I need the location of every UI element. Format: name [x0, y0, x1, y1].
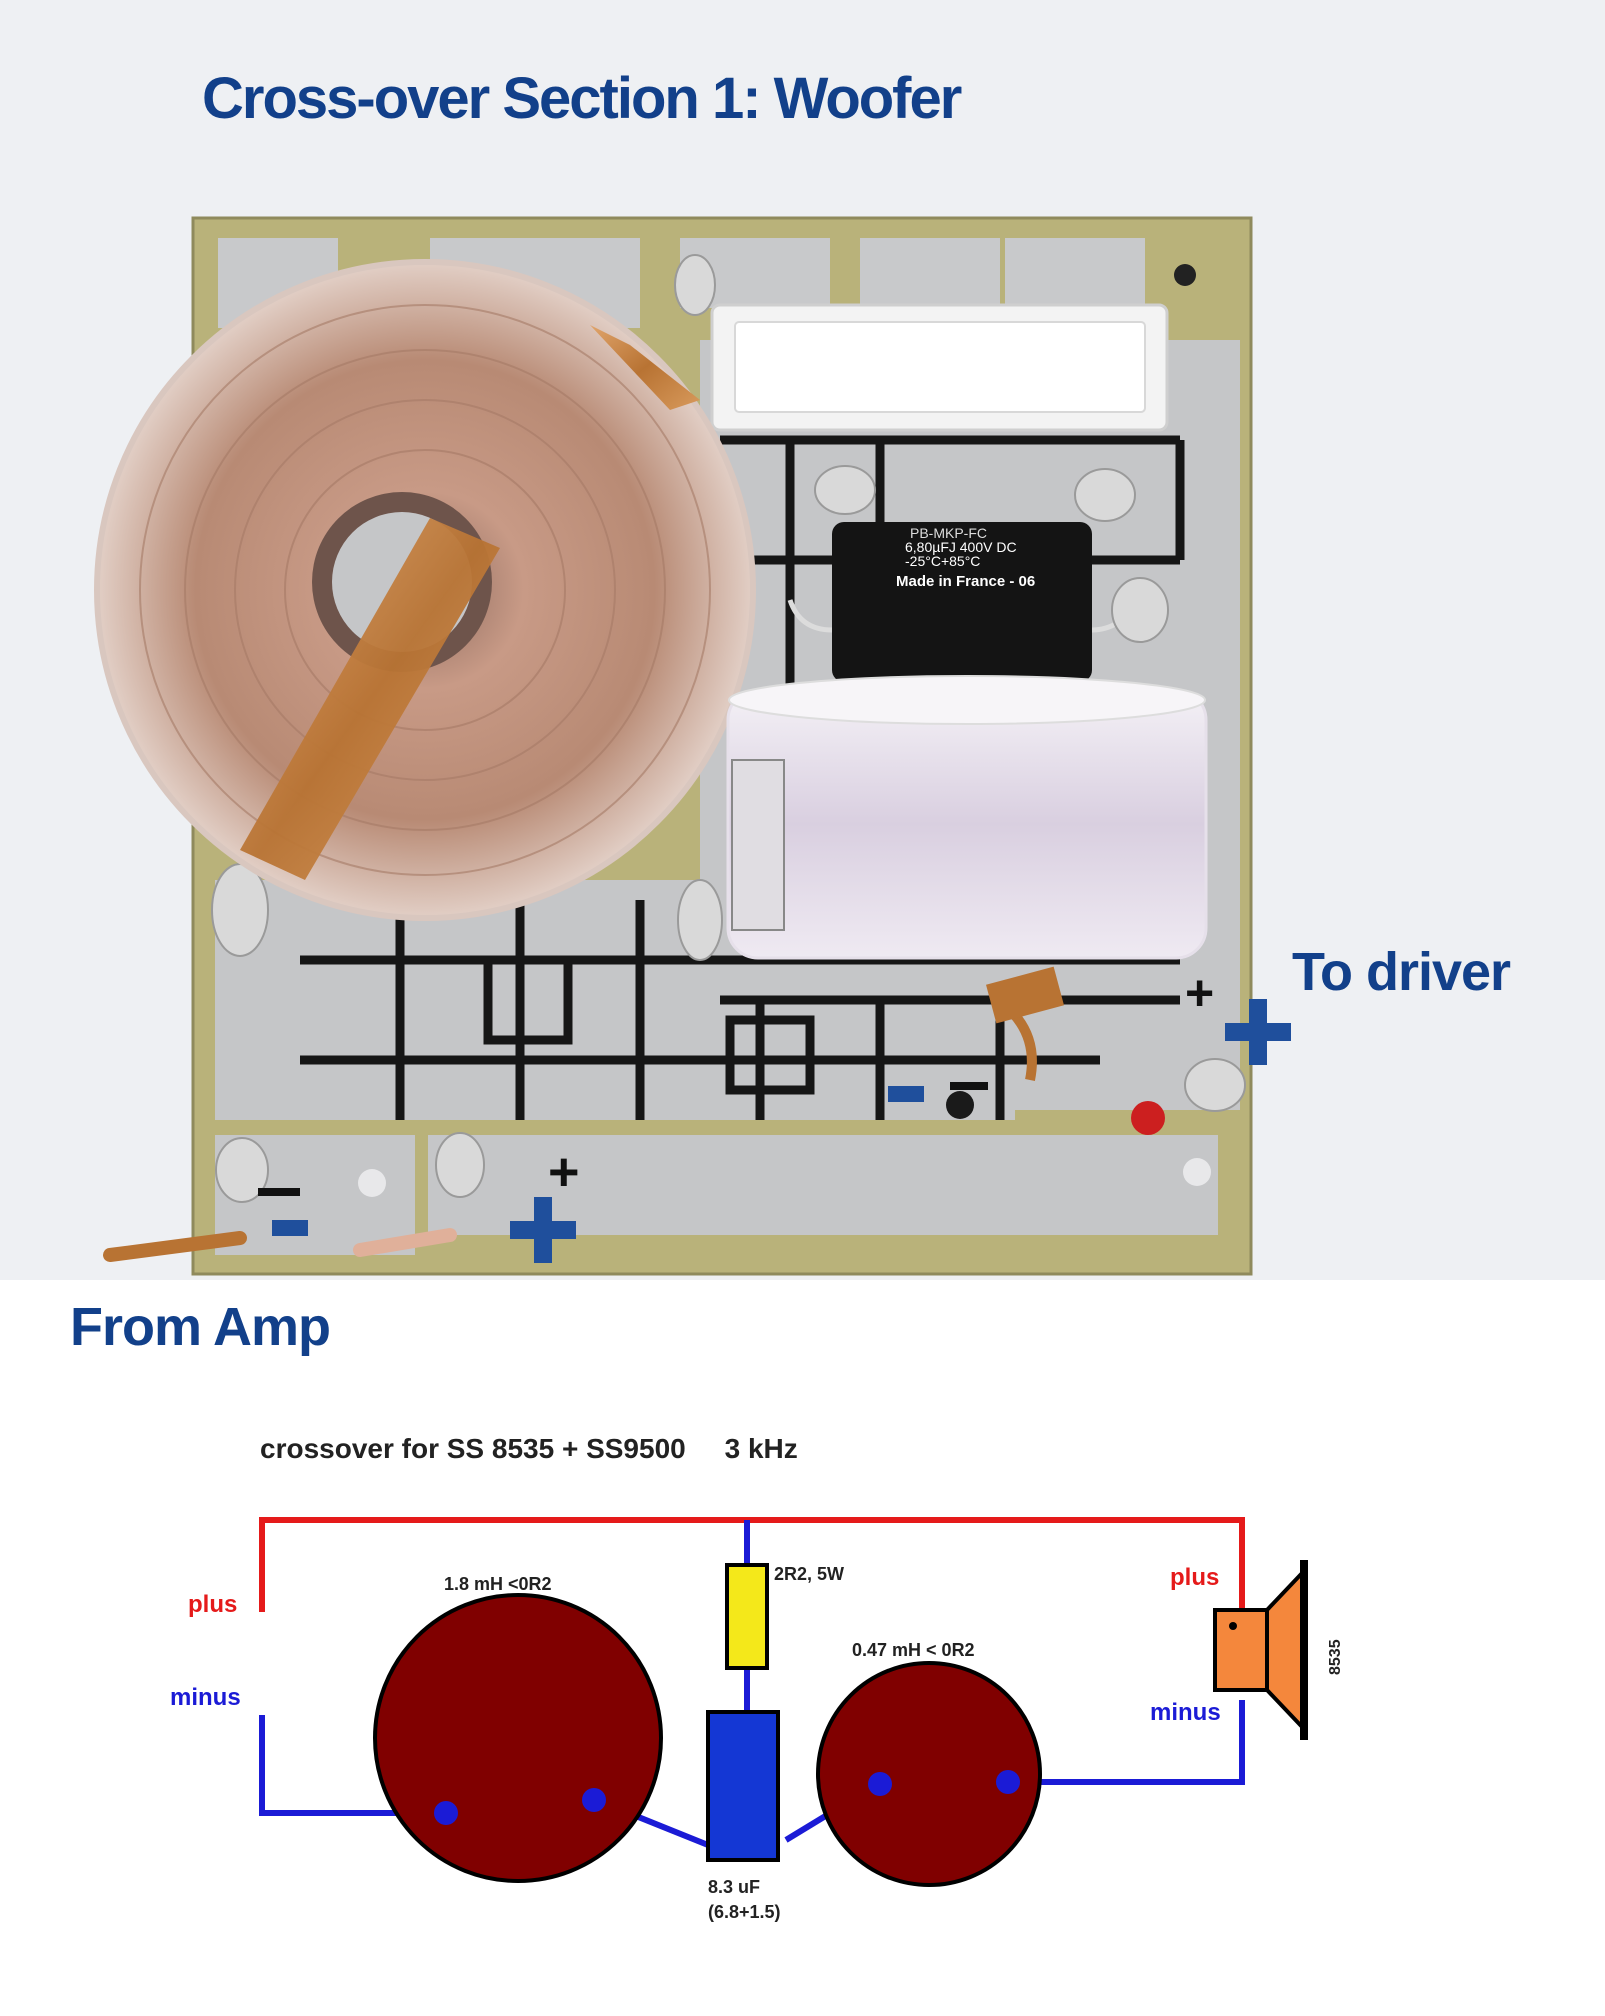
resistor-label: 2R2, 5W: [774, 1564, 844, 1584]
coil-1-symbol: [373, 1593, 663, 1883]
plus-sign-icon: [534, 1197, 552, 1263]
output-plus-label: plus: [1170, 1564, 1219, 1591]
speaker-label: 8535: [1327, 1639, 1344, 1675]
copper-tape: [590, 325, 700, 410]
trace-pad: [860, 238, 1000, 308]
page-title: Cross-over Section 1: Woofer: [202, 66, 962, 131]
minus-sign-icon: [888, 1086, 924, 1102]
trace-pad-plus: [428, 1135, 1218, 1235]
pcb-minus-mark: [950, 1082, 988, 1090]
schematic-background: [0, 1280, 1605, 2016]
input-plus-label: plus: [188, 1591, 237, 1618]
mounting-hole: [1183, 1158, 1211, 1186]
plus-wire: [259, 1517, 1245, 1612]
to-driver-label: To driver: [1292, 942, 1511, 1002]
capacitor-label: (6.8+1.5): [708, 1902, 781, 1922]
red-terminal: [1131, 1101, 1165, 1135]
pcb-plus-mark: +: [548, 1142, 580, 1202]
coil-1-terminal: [434, 1801, 458, 1825]
capacitor-print-line: PB-MKP-FC: [910, 525, 987, 541]
inductor-small: [726, 675, 1208, 960]
mounting-hole: [1174, 264, 1196, 286]
power-resistor: [710, 303, 1169, 432]
coil-2-terminal: [868, 1772, 892, 1796]
mounting-hole: [358, 1169, 386, 1197]
capacitor-print-line: -25°C+85°C: [905, 553, 980, 569]
schematic-heading: crossover for SS 8535 + SS9500 3 kHz: [260, 1433, 798, 1464]
coil-2-label: 0.47 mH < 0R2: [852, 1640, 975, 1660]
black-terminal: [946, 1091, 974, 1119]
trace-gaps: [300, 435, 1185, 1120]
coil-2-terminal: [996, 1770, 1020, 1794]
capacitor-label: 8.3 uF: [708, 1877, 760, 1897]
capacitor-print-line: 6,80µFJ 400V DC: [905, 539, 1017, 555]
solder-joints: [211, 254, 1246, 1203]
capacitor-mkp: PB-MKP-FC 6,80µFJ 400V DC -25°C+85°C Mad…: [787, 522, 1143, 682]
capacitor-print-line: Made in France - 06: [896, 573, 1035, 590]
coil-2-symbol: [816, 1661, 1042, 1887]
minus-sign-icon: [272, 1220, 308, 1236]
trace-pad: [1005, 238, 1145, 308]
capacitor-symbol: [706, 1710, 780, 1862]
coil-1-terminal: [582, 1788, 606, 1812]
polarity-annotations: [272, 999, 1291, 1263]
speaker-icon: [1213, 1560, 1308, 1740]
coil-1-label: 1.8 mH <0R2: [444, 1574, 552, 1594]
wire-leads: [103, 966, 1165, 1262]
pcb-minus-mark: [258, 1188, 300, 1196]
from-amp-label: From Amp: [70, 1297, 330, 1357]
input-minus-label: minus: [170, 1684, 241, 1711]
copper-tape: [240, 518, 500, 880]
output-minus-label: minus: [1150, 1699, 1221, 1726]
resistor-symbol: [725, 1563, 769, 1670]
plus-sign-icon: [1249, 999, 1267, 1065]
pcb-plus-mark: +: [1185, 965, 1214, 1021]
inductor-large: [94, 259, 756, 921]
